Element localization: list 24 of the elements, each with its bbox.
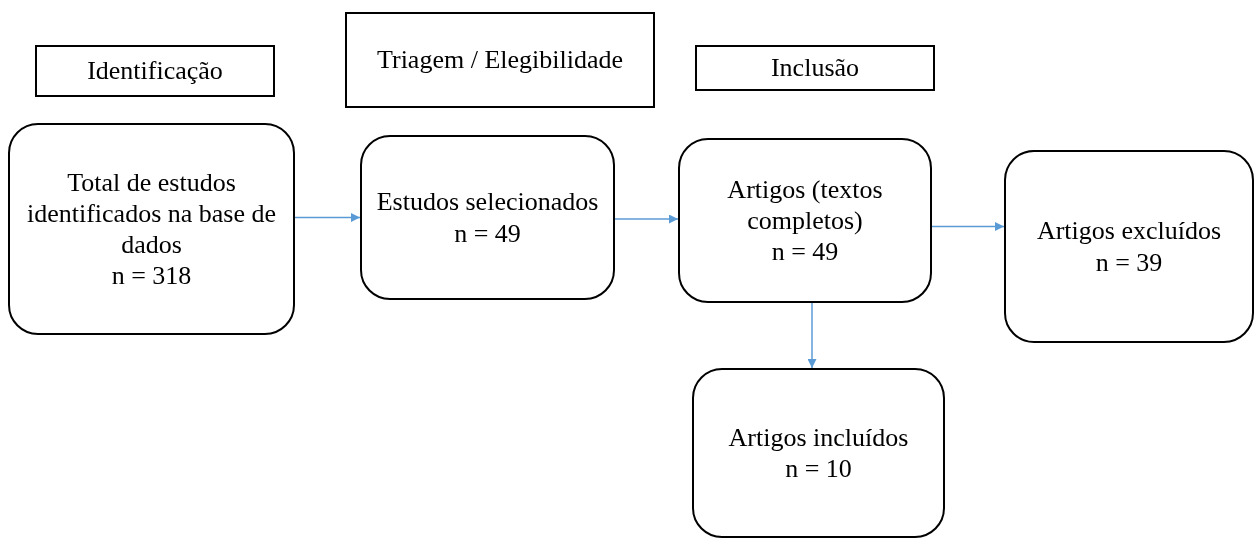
arrow xyxy=(807,302,817,369)
box-text: n = 49 xyxy=(454,217,521,249)
process-box xyxy=(360,135,615,300)
box-text: Triagem / Elegibilidade xyxy=(377,44,623,76)
header-box xyxy=(695,45,935,91)
arrow xyxy=(294,213,361,222)
box-text: n = 10 xyxy=(785,453,852,485)
process-box xyxy=(1004,150,1254,343)
box-text: Estudos selecionados xyxy=(376,186,599,218)
box-text: n = 49 xyxy=(771,236,839,268)
header-box xyxy=(35,45,275,97)
box-text: Identificação xyxy=(87,55,223,87)
process-box xyxy=(8,123,295,335)
box-text: Inclusão xyxy=(770,52,860,84)
box-text: n = 39 xyxy=(1095,246,1163,278)
box-text: Artigos (textos completos) xyxy=(726,173,884,237)
process-box xyxy=(692,368,945,538)
box-text: n = 318 xyxy=(111,260,192,292)
box-text: Artigos incluídos xyxy=(728,421,909,453)
process-box xyxy=(678,138,932,303)
header-box xyxy=(345,12,655,108)
arrow xyxy=(931,222,1005,231)
box-text: Artigos excluídos xyxy=(1036,215,1222,247)
arrow xyxy=(614,214,679,224)
